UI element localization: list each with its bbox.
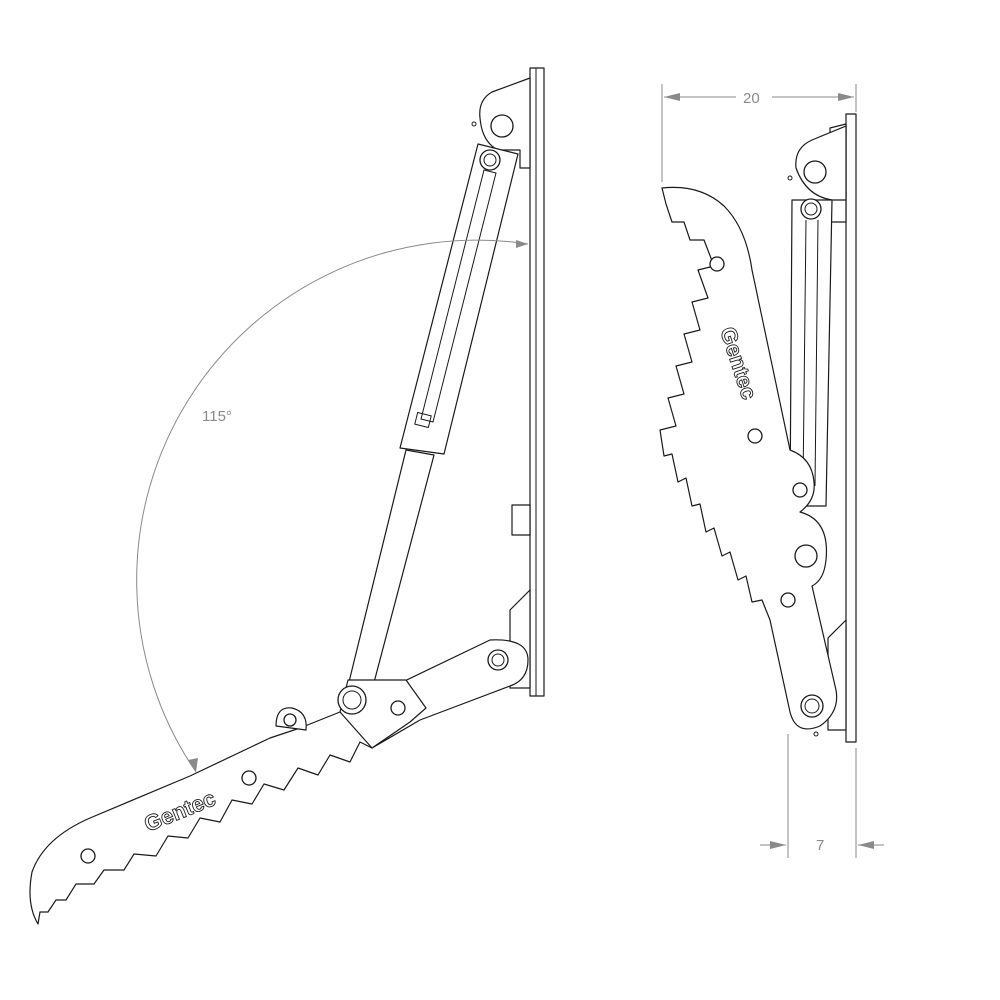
offset-label: 7 xyxy=(816,837,824,854)
upper-hinge-bracket-right xyxy=(787,125,847,201)
hydraulic-cylinder-right xyxy=(789,198,833,507)
width-label: 20 xyxy=(743,90,760,107)
angle-label: 115° xyxy=(202,408,232,425)
stowed-thumb-view: Gentec 20 7 xyxy=(659,84,884,858)
width-dimension: 20 xyxy=(661,84,857,182)
open-thumb-view: Gentec 115° xyxy=(29,67,545,925)
angle-dimension: 115° xyxy=(136,239,529,773)
thumb-plate-right: Gentec xyxy=(659,186,838,737)
offset-dimension: 7 xyxy=(760,734,884,858)
thumb-plate-left: Gentec xyxy=(29,639,529,925)
upper-hinge-bracket-left xyxy=(471,77,531,169)
hydraulic-cylinder-left xyxy=(347,143,519,691)
